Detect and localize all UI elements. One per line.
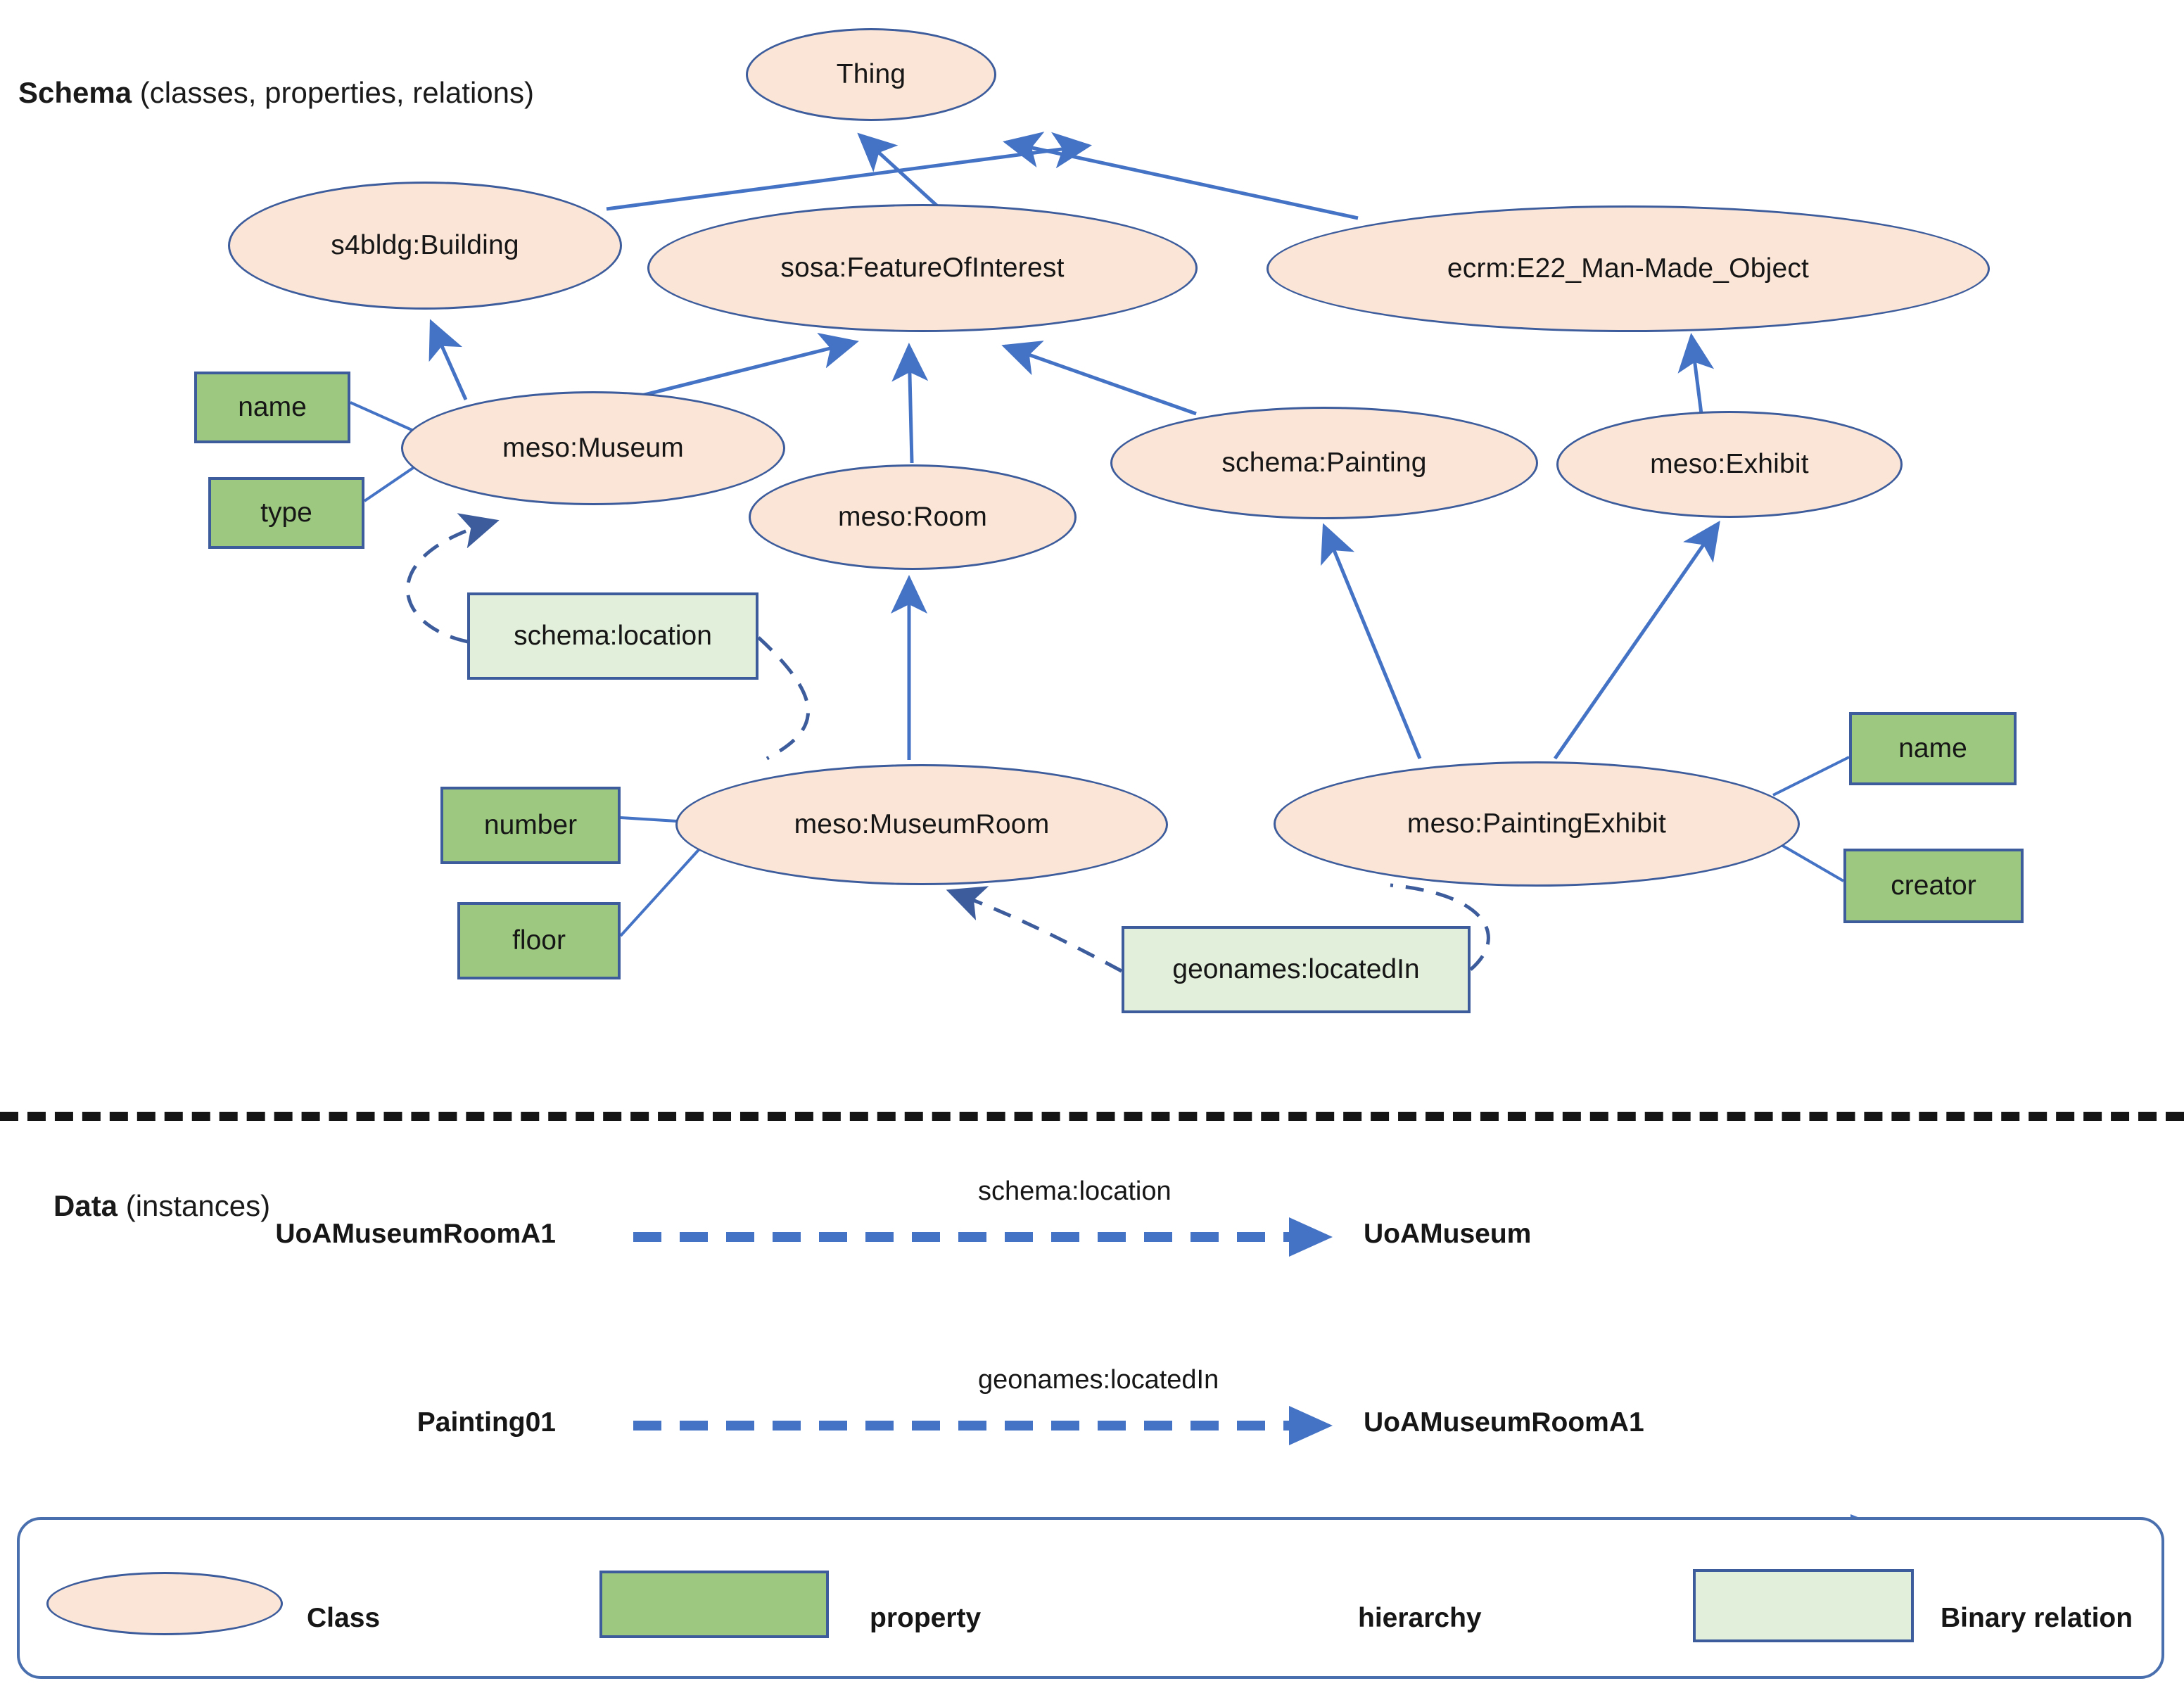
relation-box-geonames-locatedin[interactable]: geonames:locatedIn <box>1122 926 1471 1013</box>
legend-property-label: property <box>870 1603 982 1633</box>
class-node-meso-exhibit[interactable]: meso:Exhibit <box>1556 411 1903 518</box>
data-object-uoamuseum[interactable]: UoAMuseum <box>1364 1219 1532 1249</box>
data-subject-uoamuseumrooma1[interactable]: UoAMuseumRoomA1 <box>275 1219 556 1249</box>
class-node-ecrm-e22[interactable]: ecrm:E22_Man-Made_Object <box>1266 205 1990 332</box>
legend-hierarchy-label: hierarchy <box>1358 1603 1482 1633</box>
hierarchy-edges <box>428 132 1720 760</box>
legend-property-swatch <box>599 1571 829 1638</box>
legend-binary-relation-swatch <box>1693 1569 1914 1642</box>
legend-class-label: Class <box>307 1603 381 1633</box>
data-section-title: Data (instances) <box>53 1189 270 1223</box>
class-node-thing[interactable]: Thing <box>746 28 996 121</box>
class-node-meso-museumroom[interactable]: meso:MuseumRoom <box>675 764 1168 885</box>
data-relation-arrows <box>633 1232 1295 1431</box>
class-node-schema-painting[interactable]: schema:Painting <box>1110 407 1538 519</box>
class-node-s4bldg-building[interactable]: s4bldg:Building <box>228 182 622 310</box>
class-node-sosa-featureofinterest[interactable]: sosa:FeatureOfInterest <box>647 204 1198 332</box>
binary-relation-edges: museum --> museumroom --> <box>405 513 1490 973</box>
property-box-name-museum[interactable]: name <box>194 372 350 443</box>
data-predicate-schema-location: schema:location <box>978 1176 1172 1206</box>
property-box-creator-exhibit[interactable]: creator <box>1843 849 2024 923</box>
section-divider <box>0 1112 2184 1121</box>
class-node-meso-room[interactable]: meso:Room <box>749 464 1077 570</box>
legend-binary-relation-label: Binary relation <box>1941 1603 2133 1633</box>
class-node-meso-paintingexhibit[interactable]: meso:PaintingExhibit <box>1274 761 1800 887</box>
data-title-rest: (instances) <box>118 1189 271 1222</box>
schema-title-rest: (classes, properties, relations) <box>132 76 534 109</box>
data-object-uoamuseumrooma1[interactable]: UoAMuseumRoomA1 <box>1364 1407 1644 1438</box>
schema-title-bold: Schema <box>18 76 132 109</box>
property-box-floor-room[interactable]: floor <box>457 902 621 979</box>
data-title-bold: Data <box>53 1189 118 1222</box>
data-subject-painting01[interactable]: Painting01 <box>417 1407 556 1438</box>
schema-section-title: Schema (classes, properties, relations) <box>18 76 534 110</box>
property-box-number-room[interactable]: number <box>440 787 621 864</box>
data-arrowheads <box>1289 1217 1333 1445</box>
data-predicate-geonames-locatedin: geonames:locatedIn <box>978 1365 1219 1395</box>
property-box-type-museum[interactable]: type <box>208 477 364 549</box>
legend-class-swatch <box>46 1572 283 1635</box>
class-node-meso-museum[interactable]: meso:Museum <box>401 391 785 505</box>
property-box-name-exhibit[interactable]: name <box>1849 712 2017 785</box>
relation-box-schema-location[interactable]: schema:location <box>467 592 758 680</box>
